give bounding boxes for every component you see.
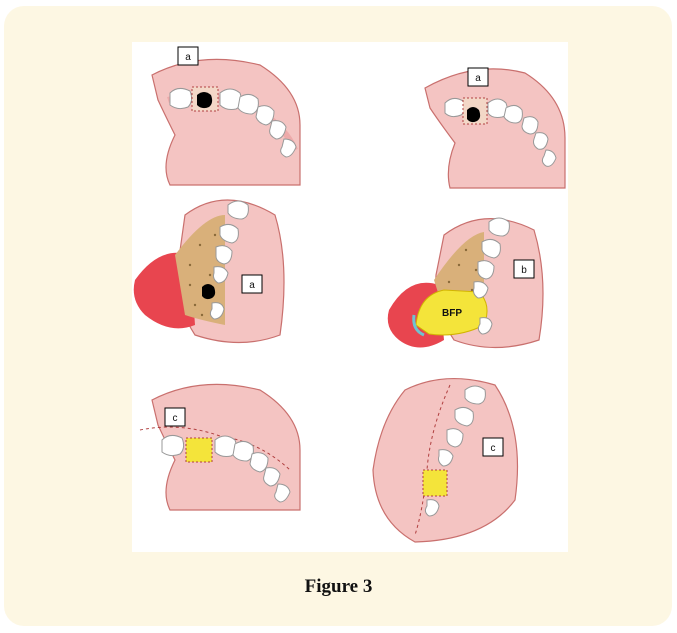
panel-bottom-left: c (140, 370, 310, 520)
bone-defect-icon (197, 92, 212, 108)
panel-label: a (185, 52, 191, 63)
panel-label: b (521, 265, 527, 276)
bfp-label: BFP (442, 308, 462, 319)
panel-mid-right: BFP b (384, 210, 554, 360)
panel-label: a (475, 73, 481, 84)
panel-label: a (249, 280, 255, 291)
figure-caption: Figure 3 (0, 576, 677, 598)
panel-mid-left: a (130, 185, 290, 355)
panel-bottom-right: c (365, 370, 530, 550)
panel-top-left: a (140, 45, 310, 195)
bone-defect-icon (202, 284, 215, 299)
panel-label: c (173, 413, 178, 424)
bone-defect-icon (467, 107, 480, 122)
panel-top-right: a (420, 58, 570, 193)
panel-label: c (491, 443, 496, 454)
